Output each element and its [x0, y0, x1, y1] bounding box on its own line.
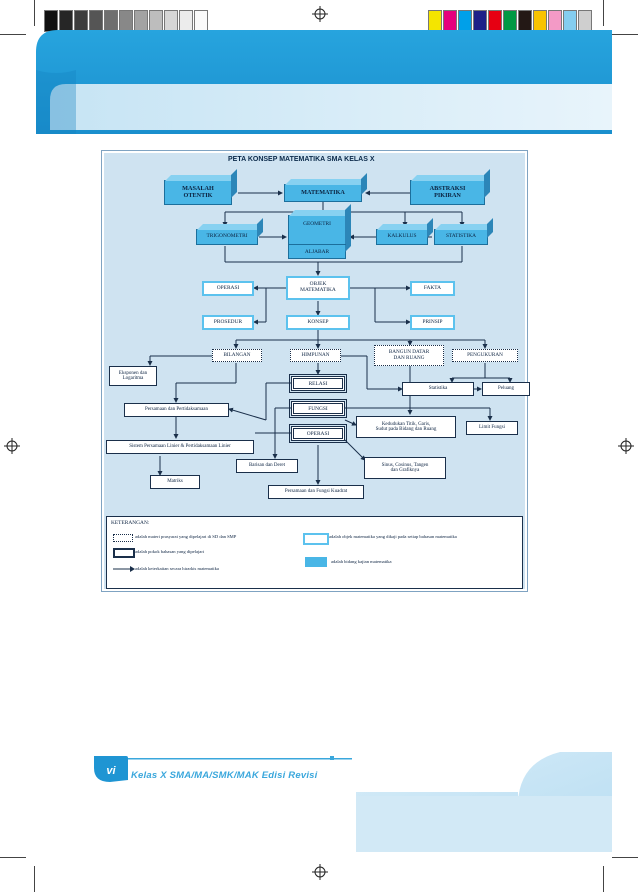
node-eksponen: Eksponen dan Logaritma [109, 366, 157, 386]
node-persamaan-pertidaksamaan: Persamaan dan Pertidaksamaan [124, 403, 229, 417]
page-number-badge [94, 756, 128, 782]
registration-mark-icon [312, 864, 328, 880]
node-barisan-deret: Barisan dan Deret [236, 459, 298, 473]
node-abstraksi-pikiran: ABSTRAKSI PIKIRAN [410, 180, 485, 205]
node-trigonometri: TRIGONOMETRI [196, 229, 258, 245]
legend-dotted-text: adalah materi prasyarat yang dipelajari … [135, 534, 237, 539]
node-statistika-small: Statistika [402, 382, 474, 396]
node-peluang: Peluang [482, 382, 530, 396]
node-sinus: Sinus, Cosinus, Tangen dan Grafiknya [364, 457, 446, 479]
node-relasi: RELASI [289, 374, 347, 393]
node-fakta: FAKTA [410, 281, 455, 296]
node-statistika: STATISTIKA [434, 229, 488, 245]
legend-block-text: adalah bidang kajian matematika [331, 559, 392, 564]
legend: KETERANGAN: adalah materi prasyarat yang… [106, 516, 523, 589]
node-operasi-top: OPERASI [202, 281, 254, 296]
node-aljabar: ALJABAR [288, 244, 346, 259]
node-kalkulus: KALKULUS [376, 229, 428, 245]
legend-arrow-swatch [113, 566, 135, 572]
registration-mark-icon [312, 6, 328, 22]
node-himpunan: HIMPUNAN [290, 349, 341, 362]
node-persamaan-fungsi-kuadrat: Persamaan dan Fungsi Kuadrat [268, 485, 364, 499]
legend-arrow-text: adalah keterkaitan secara hirarkis matem… [135, 566, 219, 571]
node-konsep: KONSEP [286, 315, 350, 330]
node-geometri: GEOMETRI [288, 215, 346, 259]
node-fungsi: FUNGSI [289, 399, 347, 418]
node-masalah-otentik: MASALAH OTENTIK [164, 180, 232, 205]
node-kedudukan: Kedudukan Titik, Garis, Sudut pada Bidan… [356, 416, 456, 438]
node-limit-fungsi: Limit Fungsi [466, 421, 518, 435]
legend-thick-text: adalah pokok bahasan yang dipelajari [135, 549, 205, 554]
book-title: Kelas X SMA/MA/SMK/MAK Edisi Revisi [131, 770, 318, 781]
node-sistem-persamaan: Sistem Persamaan Linier & Pertidaksamaan… [106, 440, 254, 454]
node-objek-matematika: OBJEK MATEMATIKA [286, 276, 350, 300]
registration-mark-icon [4, 438, 20, 454]
header-banner [36, 30, 612, 134]
node-matematika: MATEMATIKA [284, 184, 362, 202]
footer-band [96, 752, 612, 852]
registration-mark-icon [618, 438, 634, 454]
legend-heading: KETERANGAN: [111, 520, 150, 526]
node-bangun-datar: BANGUN DATAR DAN RUANG [374, 345, 444, 366]
legend-cyan-swatch [303, 533, 329, 545]
diagram-title: PETA KONSEP MATEMATIKA SMA KELAS X [228, 156, 375, 163]
legend-block-swatch [305, 557, 327, 567]
legend-thick-swatch [113, 548, 135, 558]
node-operasi: OPERASI [289, 424, 347, 443]
node-bilangan: BILANGAN [212, 349, 262, 362]
page-number: vi [106, 765, 116, 777]
node-prosedur: PROSEDUR [202, 315, 254, 330]
node-pengukuran: PENGUKURAN [452, 349, 518, 362]
legend-dotted-swatch [113, 534, 133, 542]
node-matriks: Matriks [150, 475, 200, 489]
node-prinsip: PRINSIP [410, 315, 455, 330]
legend-cyan-text: adalah objek matematika yang dikaji pada… [329, 534, 457, 539]
